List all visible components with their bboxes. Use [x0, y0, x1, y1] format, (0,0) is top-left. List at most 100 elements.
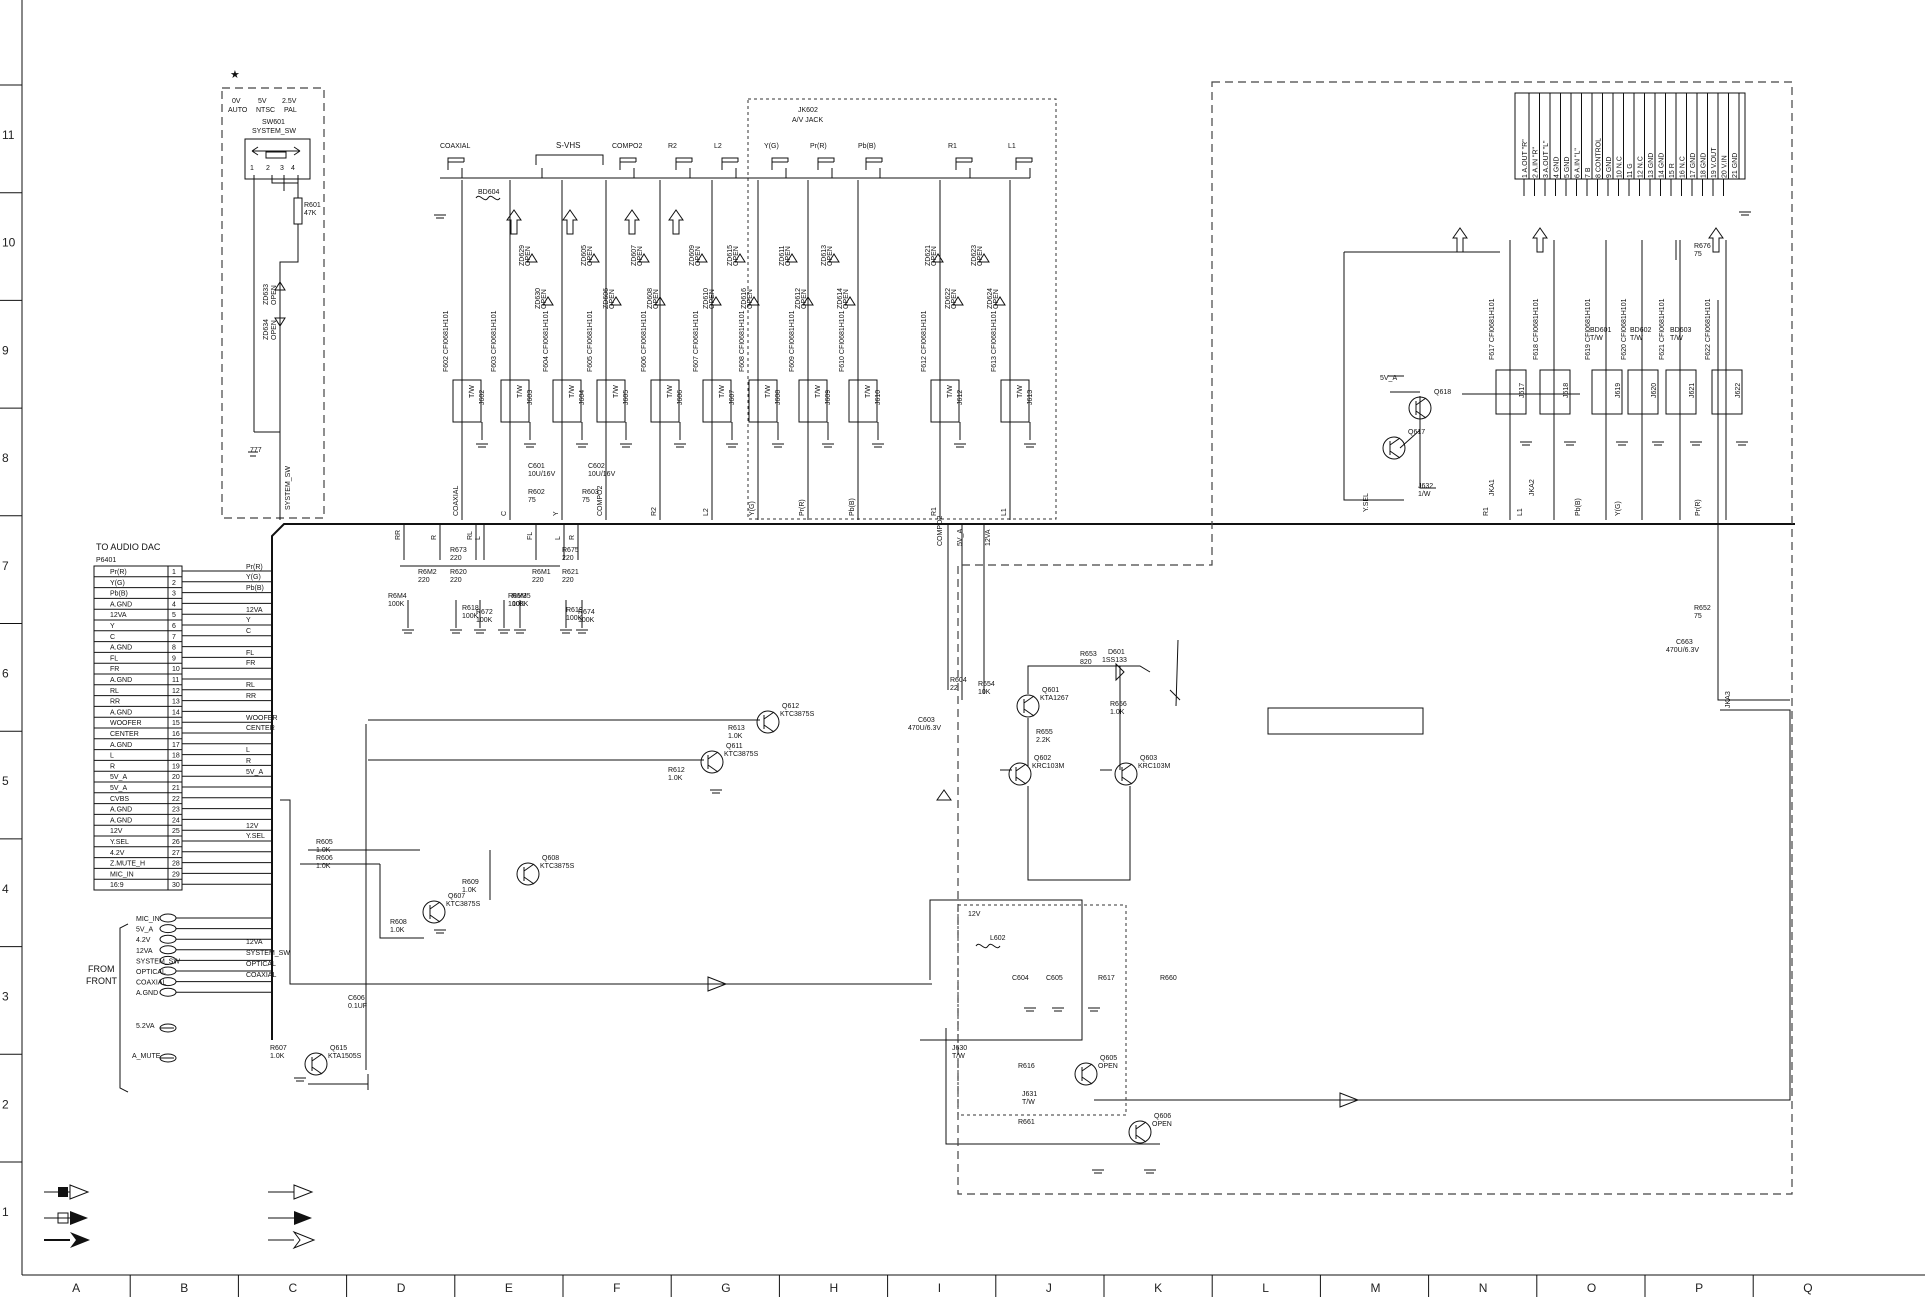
ground-symbol [1690, 441, 1702, 446]
zener-diode [978, 253, 990, 263]
signal-arrow [707, 976, 728, 992]
jumper-value: T/W [517, 385, 524, 398]
grid-col-L: L [1262, 1281, 1269, 1295]
ground-symbol [1144, 1169, 1156, 1174]
transistor [756, 710, 780, 734]
sw-ref: SW601 [262, 119, 285, 126]
zener-value: OPEN [695, 246, 702, 266]
transistor-ref: Q618 [1434, 389, 1451, 396]
zener-diode [710, 296, 722, 306]
power-net: 12VA [985, 529, 992, 546]
dac-pin-num: 12 [172, 688, 180, 695]
bus-label: Y.SEL [246, 833, 265, 840]
jumper-ref: J630 [952, 1045, 967, 1052]
zener-diode [654, 296, 666, 306]
front-pin-name: A.GND [136, 990, 158, 997]
scart-net: Y(G) [1615, 501, 1622, 516]
dac-pin-name: L [110, 753, 114, 760]
scart-filter [1627, 369, 1659, 415]
scart-pin: 18 GND [1701, 153, 1708, 178]
dac-pin-name: R [110, 763, 115, 770]
zd633-value: OPEN [271, 285, 278, 305]
front-pin-name: SYSTEM_SW [136, 958, 180, 965]
dac-pin-name: CENTER [110, 731, 139, 738]
resistor-ref: R660 [1160, 975, 1177, 982]
mix-net-label: RR [395, 530, 402, 540]
dac-pin-num: 9 [172, 655, 176, 662]
front-bus-label: 12VA [246, 939, 263, 946]
cap-ref: C606 [348, 995, 365, 1002]
grid-col-O: O [1587, 1281, 1596, 1295]
zener-label: ZD610 [703, 288, 710, 309]
jack-label: COAXIAL [440, 143, 470, 150]
net-label: COMPO2 [597, 486, 604, 516]
transistor [1382, 436, 1406, 460]
zener-label: ZD607 [631, 245, 638, 266]
dac-pin-num: 29 [172, 871, 180, 878]
zener-label: ZD611 [779, 245, 786, 266]
transistor-type: KRC103M [1138, 763, 1170, 770]
mix-res-value: 220 [450, 577, 462, 584]
mix-res-label: R618 [462, 605, 479, 612]
jumper-label: J612 [957, 390, 964, 405]
res-value: 75 [528, 497, 536, 504]
scart-pin: 19 V.OUT [1711, 147, 1718, 178]
bus-label: R [246, 758, 251, 765]
sw-name: SYSTEM_SW [252, 128, 296, 135]
scart-jka: JKA1 [1489, 479, 1496, 496]
bus-label: Pr(R) [246, 564, 263, 571]
mix-res-label: R673 [450, 547, 467, 554]
net-label: C [501, 511, 508, 516]
grid-col-C: C [289, 1281, 298, 1295]
ground-symbol [498, 629, 510, 634]
front-amute: A_MUTE [132, 1053, 161, 1060]
scart-filter-label: F620 CFI0681H101 [1621, 298, 1628, 360]
zener-diode [610, 296, 622, 306]
grid-col-E: E [505, 1281, 513, 1295]
mix-net-label: R [431, 535, 438, 540]
resistor-ref: R607 [270, 1045, 287, 1052]
ground-symbol [476, 443, 488, 448]
cap-ref: C604 [1012, 975, 1029, 982]
grid-col-N: N [1479, 1281, 1488, 1295]
zener-label: ZD606 [603, 288, 610, 309]
bus-label: 5V_A [246, 769, 263, 776]
cap-label: C602 [588, 463, 605, 470]
filter-label: F605 CFI0681H101 [587, 310, 594, 372]
mix-net-label: L [475, 536, 482, 540]
zener-label: ZD609 [689, 245, 696, 266]
bead-ref: BD601 [1590, 327, 1612, 334]
zener-label: ZD622 [945, 288, 952, 309]
dac-pin-name: CVBS [110, 796, 129, 803]
dac-pin-num: 21 [172, 785, 180, 792]
grid-row-3: 3 [2, 990, 9, 1004]
transistor-leads [763, 711, 775, 733]
scart-filter [1495, 369, 1527, 415]
transistor-ref: Q615 [330, 1045, 347, 1052]
dac-pin-name: A.GND [110, 709, 132, 716]
mix-res-value: 100K [462, 613, 479, 620]
transistor-type: OPEN [1098, 1063, 1118, 1070]
bus-label: C [246, 628, 251, 635]
dac-pin-name: Pb(B) [110, 591, 128, 598]
filter-block [930, 379, 960, 423]
grid-col-I: I [938, 1281, 941, 1295]
grid-row-10: 10 [2, 236, 16, 250]
resistor-ref: R612 [668, 767, 685, 774]
resistor-ref: R654 [978, 681, 995, 688]
dac-pin-name: A.GND [110, 645, 132, 652]
dac-pin-name: 16:9 [110, 882, 124, 889]
transistor-leads [1015, 763, 1027, 785]
ground-symbol [576, 629, 588, 634]
cap-value: 470U/6.3V [1666, 647, 1699, 654]
cap-ref: C663 [1676, 639, 1693, 646]
transistor-type: KRC103M [1032, 763, 1064, 770]
jack-symbol [865, 157, 883, 170]
jack-symbol [447, 157, 465, 170]
svg-text:777: 777 [250, 447, 262, 454]
grid-row-11: 11 [2, 128, 15, 142]
bus-label: CENTER [246, 725, 275, 732]
sw-option-25v: 2.5V [282, 98, 297, 105]
jumper-value: T/W [947, 385, 954, 398]
